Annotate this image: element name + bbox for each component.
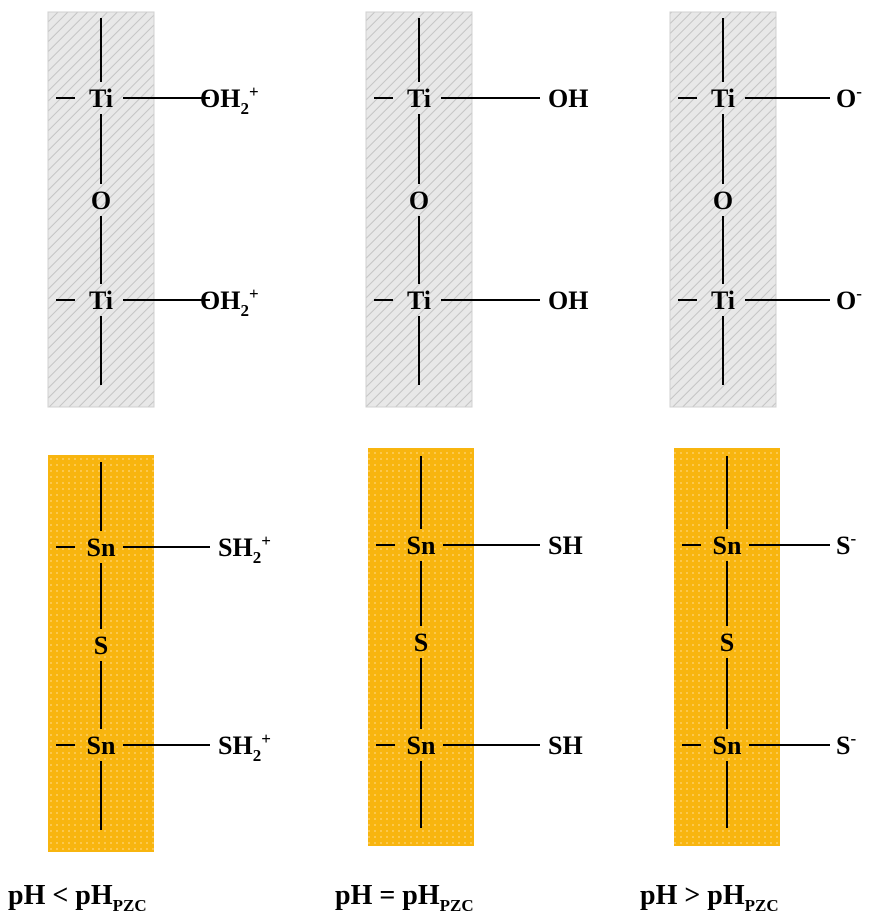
metal-atom-label: Ti: [89, 84, 113, 113]
svg-text:pH > pHPZC: pH > pHPZC: [640, 880, 779, 915]
surface-group-label: OH2+: [200, 82, 259, 118]
svg-text:pH < pHPZC: pH < pHPZC: [8, 880, 147, 915]
metal-atom-label: Ti: [89, 286, 113, 315]
condition-label-neutral: pH = pHPZC: [335, 880, 474, 915]
metal-atom-label: Sn: [407, 531, 436, 560]
metal-atom-label: Sn: [407, 731, 436, 760]
surface-group-label: SH2+: [218, 729, 271, 765]
surface-group-label: SH: [548, 531, 583, 560]
bridging-atom-label: S: [720, 628, 734, 657]
condition-label-basic: pH > pHPZC: [640, 880, 779, 915]
surface-group-label: O-: [836, 82, 862, 113]
metal-atom-label: Sn: [713, 731, 742, 760]
surface-group-label: SH: [548, 731, 583, 760]
bridging-atom-label: O: [713, 186, 733, 215]
surface-group-label: S-: [836, 529, 856, 560]
surface-group-label: S-: [836, 729, 856, 760]
svg-text:pH = pHPZC: pH = pHPZC: [335, 880, 474, 915]
metal-atom-label: Ti: [711, 84, 735, 113]
metal-atom-label: Sn: [87, 731, 116, 760]
surface-group-label: OH: [548, 286, 588, 315]
bridging-atom-label: S: [414, 628, 428, 657]
surface-group-label: SH2+: [218, 531, 271, 567]
surface-group-label: OH2+: [200, 284, 259, 320]
metal-atom-label: Ti: [407, 84, 431, 113]
metal-atom-label: Ti: [711, 286, 735, 315]
metal-atom-label: Ti: [407, 286, 431, 315]
condition-label-acidic: pH < pHPZC: [8, 880, 147, 915]
metal-atom-label: Sn: [87, 533, 116, 562]
bridging-atom-label: O: [91, 186, 111, 215]
metal-atom-label: Sn: [713, 531, 742, 560]
bridging-atom-label: O: [409, 186, 429, 215]
bridging-atom-label: S: [94, 631, 108, 660]
surface-group-label: O-: [836, 284, 862, 315]
surface-group-label: OH: [548, 84, 588, 113]
